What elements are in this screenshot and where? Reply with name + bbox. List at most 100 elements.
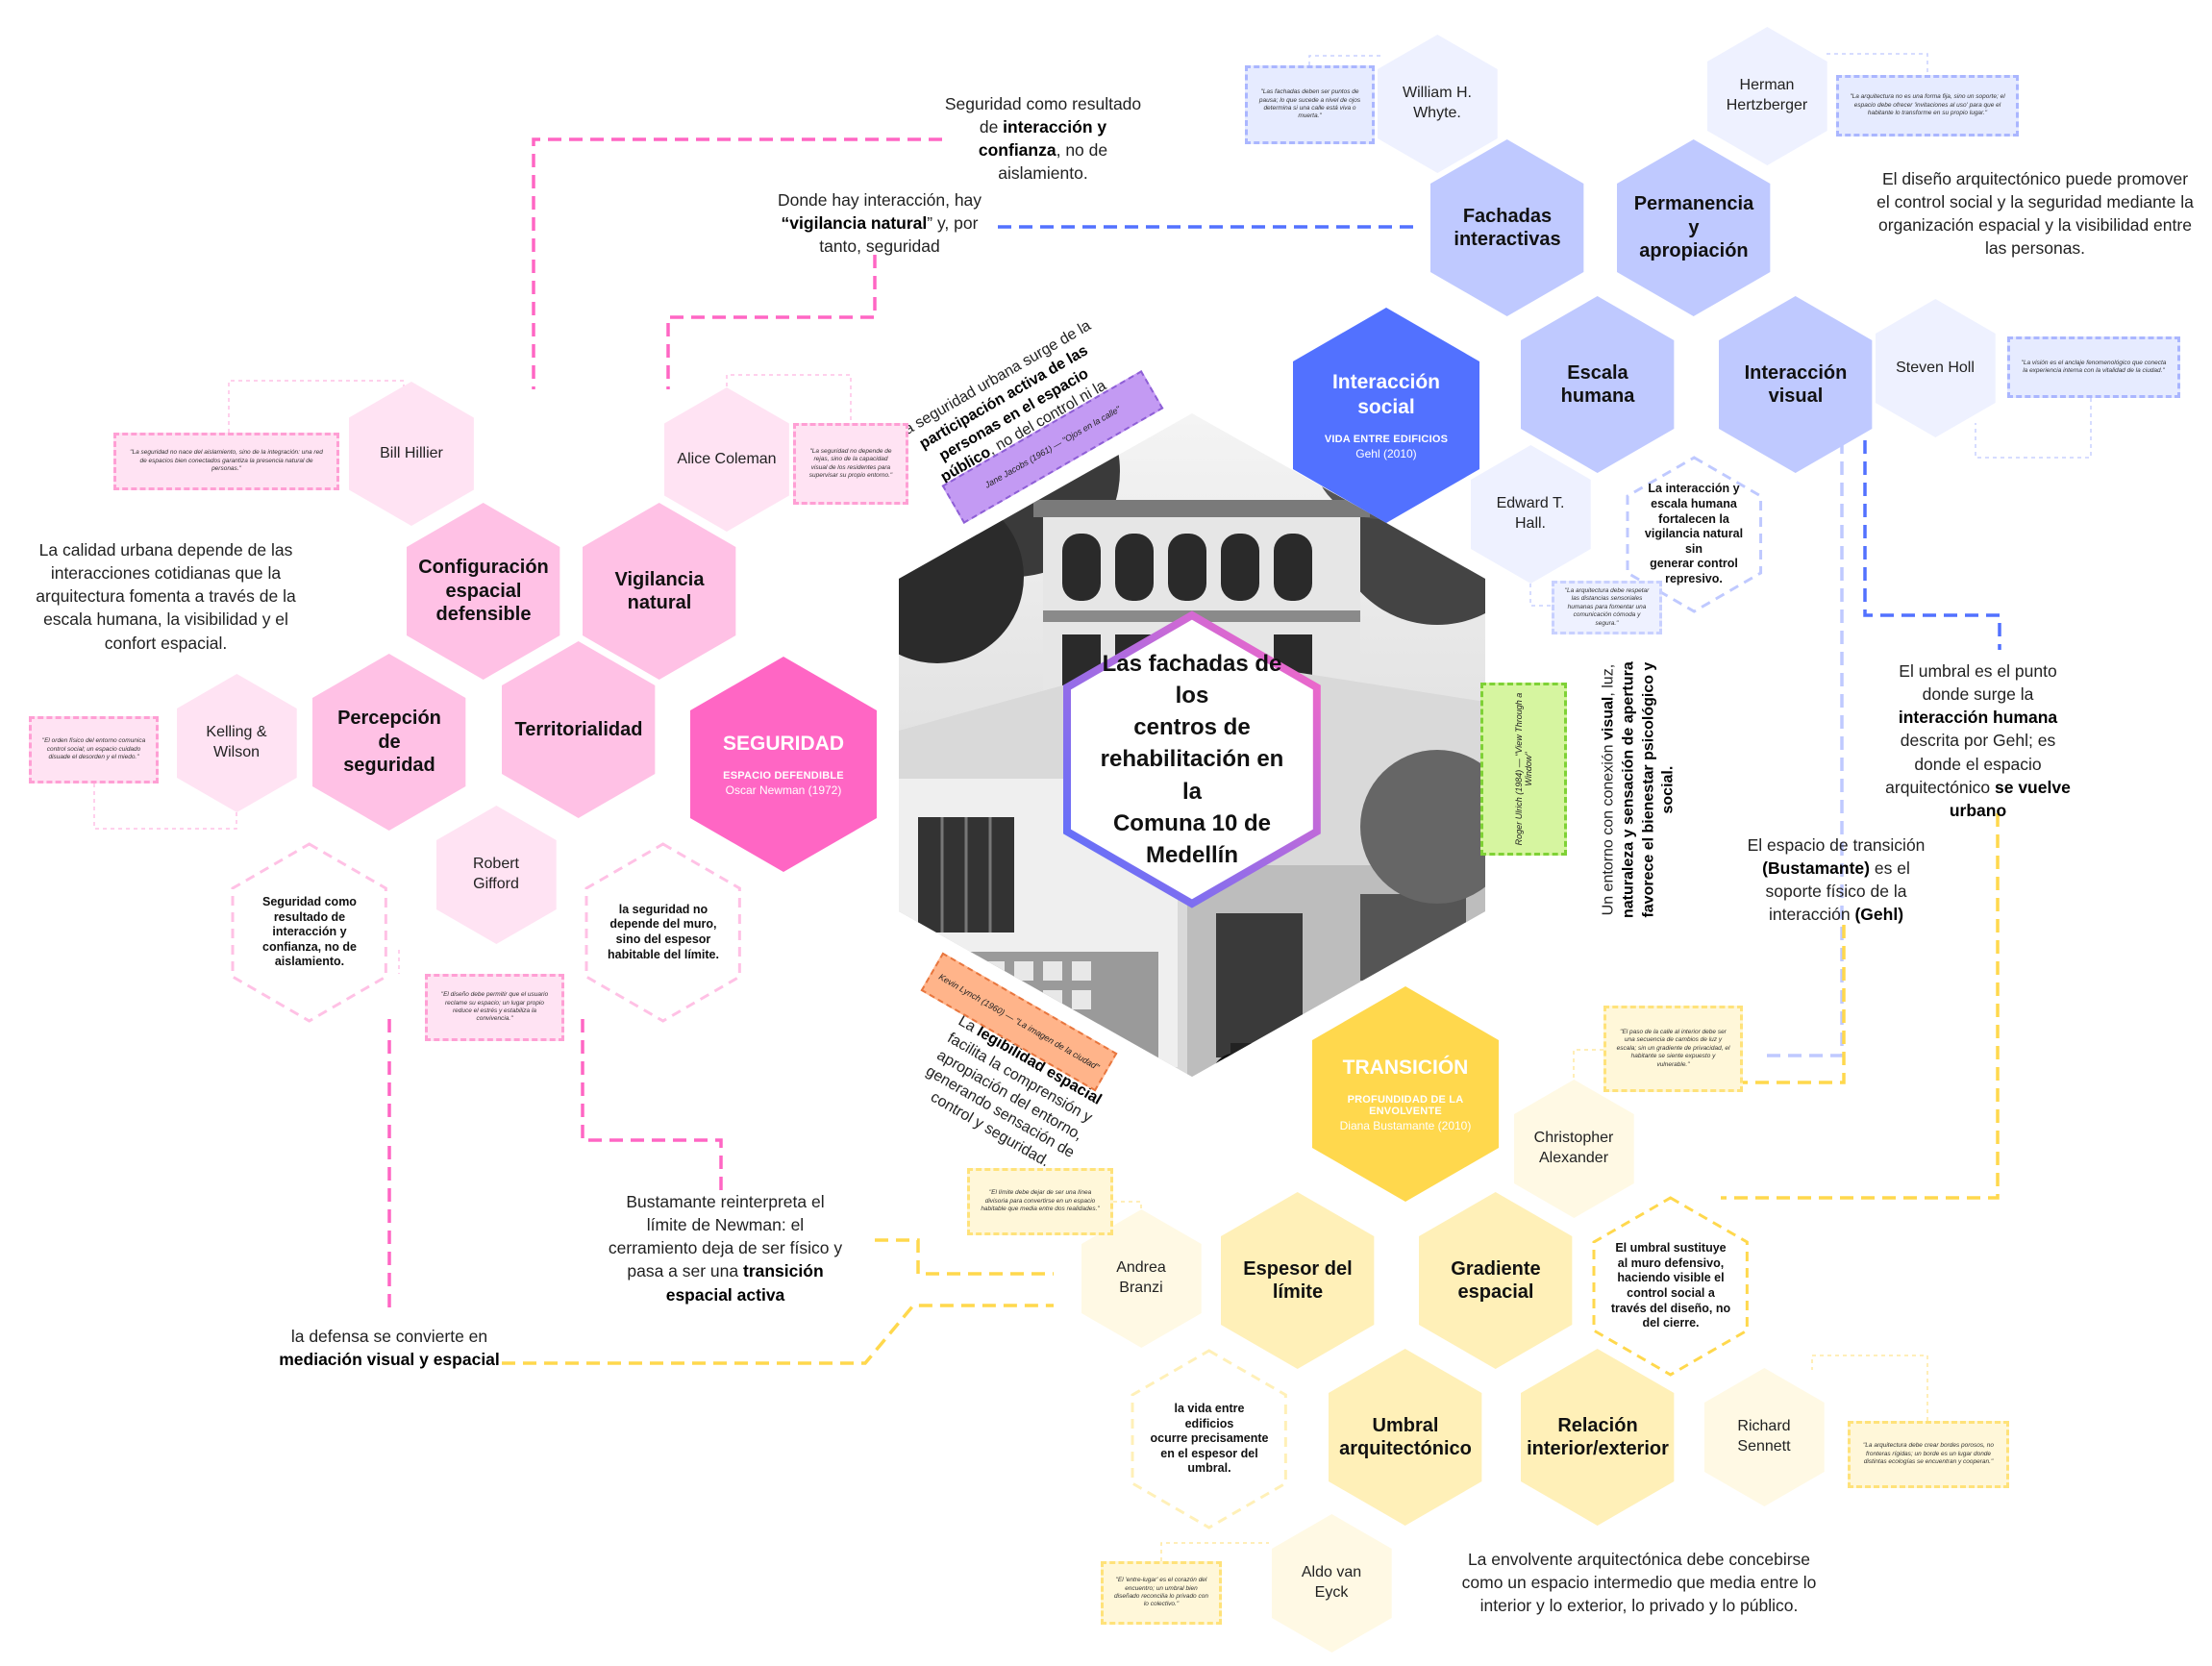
category-subtitle: ESPACIO DEFENDIBLE [723, 769, 844, 782]
concept-label: Interacción visual [1744, 361, 1848, 407]
hex-alexander: Christopher Alexander [1513, 1080, 1634, 1218]
tag-ulrich: Roger Ulrich (1984) — "View Through a Wi… [1480, 683, 1567, 856]
person-label: Kelling & Wilson [206, 724, 267, 760]
person-label: Christopher Alexander [1533, 1130, 1614, 1166]
quote-vaneyck: "El 'entre-lugar' es el corazón del encu… [1101, 1561, 1222, 1625]
annotation-seguridad-interaccion: Seguridad como resultado de interacción … [944, 94, 1142, 184]
hex-int-visual-content: Interacción visual [1719, 296, 1872, 473]
concept-label: Gradiente espacial [1451, 1257, 1541, 1303]
line-yellow-lg1 [1573, 1049, 1603, 1081]
hex-umbral: Umbral arquitectónico [1329, 1349, 1482, 1526]
annotation-defensa: la defensa se convierte en mediación vis… [279, 1327, 500, 1370]
hex-escala-content: Escala humana [1521, 296, 1674, 473]
hex-hillier: Bill Hillier [349, 382, 474, 526]
annotation-calidad-urbana: La calidad urbana depende de las interac… [36, 540, 296, 653]
hex-gradiente: Gradiente espacial [1419, 1192, 1573, 1369]
hex-blue-note: La interacción y escala humana fortalece… [1626, 456, 1762, 613]
note-label: El umbral sustituye al muro defensivo, h… [1610, 1241, 1731, 1330]
category-author: Gehl (2010) [1355, 446, 1417, 460]
line-yellow-defensa [502, 1304, 1054, 1365]
annotation-envolvente: La envolvente arquitectónica debe conceb… [1461, 1550, 1817, 1616]
hex-pink-note1: Seguridad como resultado de interacción … [231, 842, 388, 1023]
category-subtitle: PROFUNDIDAD DE LA ENVOLVENTE [1347, 1093, 1464, 1117]
note-label: la seguridad no depende del muro, sino d… [607, 902, 719, 961]
hex-vigilancia: Vigilancia natural [583, 503, 736, 680]
category-title: Interacción social [1331, 371, 1441, 418]
hex-sennett: Richard Sennett [1703, 1368, 1825, 1506]
concept-label: Configuración espacial defensible [418, 557, 549, 626]
line-yellow-lg4 [1160, 1542, 1269, 1561]
annotation-conexion-visual: Un entorno con conexión visual, luz, nat… [1600, 661, 1677, 918]
center-title: Las fachadas de los centros de rehabilit… [1100, 651, 1284, 868]
quote-gifford: "El diseño debe permitir que el usuario … [425, 974, 564, 1041]
category-author: Diana Bustamante (2010) [1339, 1118, 1472, 1132]
hex-hall-content: Edward T. Hall. [1471, 445, 1591, 584]
concept-label: Espesor del límite [1243, 1257, 1353, 1303]
quote-hall: "La arquitectura debe respetar las dista… [1552, 581, 1662, 634]
hex-gifford-content: Robert Gifford [436, 806, 557, 944]
line-blue-lg2 [1827, 53, 1928, 75]
line-pink-mid [581, 1019, 723, 1192]
hex-vaneyck-content: Aldo van Eyck [1272, 1514, 1392, 1653]
person-label: Edward T. Hall. [1496, 495, 1565, 532]
hex-territorialidad-content: Territorialidad [502, 641, 655, 818]
hex-permanencia-content: Permanencia y apropiación [1617, 139, 1770, 316]
hex-permanencia: Permanencia y apropiación [1617, 139, 1771, 316]
person-label: Bill Hillier [380, 444, 443, 461]
concept-label: Vigilancia natural [614, 568, 705, 613]
annotation-bustamante-newman: Bustamante reinterpreta el límite de New… [608, 1192, 843, 1305]
concept-label: Permanencia y apropiación [1633, 193, 1754, 262]
hex-hertzberger: Herman Hertzberger [1706, 27, 1827, 165]
person-label: Robert Gifford [472, 856, 519, 892]
line-yellow-mid [1740, 925, 1846, 1084]
hex-coleman: Alice Coleman [664, 387, 789, 532]
hex-yellow-note2-content: la vida entre edificios ocurre precisame… [1132, 1351, 1285, 1528]
hex-yellow-note1-content: El umbral sustituye al muro defensivo, h… [1594, 1198, 1747, 1375]
hex-center: Las fachadas de los centros de rehabilit… [1063, 610, 1321, 908]
note-label: la vida entre edificios ocurre precisame… [1150, 1401, 1269, 1476]
hex-territorialidad: Territorialidad [502, 641, 656, 818]
hex-branzi: Andrea Branzi [1081, 1209, 1202, 1348]
hex-branzi-content: Andrea Branzi [1081, 1209, 1202, 1348]
line-yellow-lg3 [1811, 1355, 1928, 1421]
hex-yellow-note2: la vida entre edificios ocurre precisame… [1131, 1349, 1288, 1529]
hex-whyte-content: William H. Whyte. [1378, 35, 1498, 173]
hex-percepcion: Percepción de seguridad [312, 654, 466, 831]
person-label: Andrea Branzi [1116, 1259, 1166, 1296]
hex-pink-note2: la seguridad no depende del muro, sino d… [584, 842, 742, 1023]
hex-hillier-content: Bill Hillier [349, 382, 474, 526]
hex-gradiente-content: Gradiente espacial [1419, 1192, 1572, 1369]
quote-hillier: "La seguridad no nace del aislamiento, s… [113, 433, 339, 490]
annotation-transicion-bustamante: El espacio de transición (Bustamante) es… [1747, 835, 1926, 925]
annotation-diseno-arquitectonico: El diseño arquitectónico puede promover … [1876, 169, 2194, 259]
hex-relacion: Relación interior/exterior [1521, 1349, 1675, 1526]
concept-label: Relación interior/exterior [1527, 1414, 1669, 1459]
category-title: TRANSICIÓN [1342, 1057, 1469, 1080]
hex-configuracion: Configuración espacial defensible [407, 503, 560, 680]
category-subtitle: VIDA ENTRE EDIFICIOS [1324, 433, 1449, 445]
quote-sennett: "La arquitectura debe crear bordes poros… [1848, 1421, 2009, 1488]
hex-kelling-content: Kelling & Wilson [177, 674, 297, 812]
line-pink-top [532, 137, 942, 389]
person-label: Steven Holl [1896, 359, 1975, 376]
line-blue-lg4 [1529, 584, 1552, 607]
hex-coleman-content: Alice Coleman [664, 387, 789, 532]
hex-pink-note2-content: la seguridad no depende del muro, sino d… [586, 844, 739, 1021]
line-yellow-right [1721, 813, 2000, 1200]
hex-center-content: Las fachadas de los centros de rehabilit… [1067, 615, 1317, 904]
quote-alexander: "El paso de la calle al interior debe se… [1603, 1006, 1743, 1092]
annotation-vigilancia: Donde hay interacción, hay “vigilancia n… [777, 190, 982, 257]
quote-holl: "La visión es el anclaje fenomenológico … [2007, 336, 2180, 398]
hex-holl: Steven Holl [1875, 299, 1996, 437]
hex-gifford: Robert Gifford [435, 806, 557, 944]
category-author: Oscar Newman (1972) [725, 783, 842, 797]
hex-holl-content: Steven Holl [1876, 299, 1996, 437]
person-label: Richard Sennett [1737, 1418, 1791, 1455]
quote-whyte: "Las fachadas deben ser puntos de pausa;… [1245, 65, 1375, 144]
hex-fachadas-content: Fachadas interactivas [1430, 139, 1583, 316]
